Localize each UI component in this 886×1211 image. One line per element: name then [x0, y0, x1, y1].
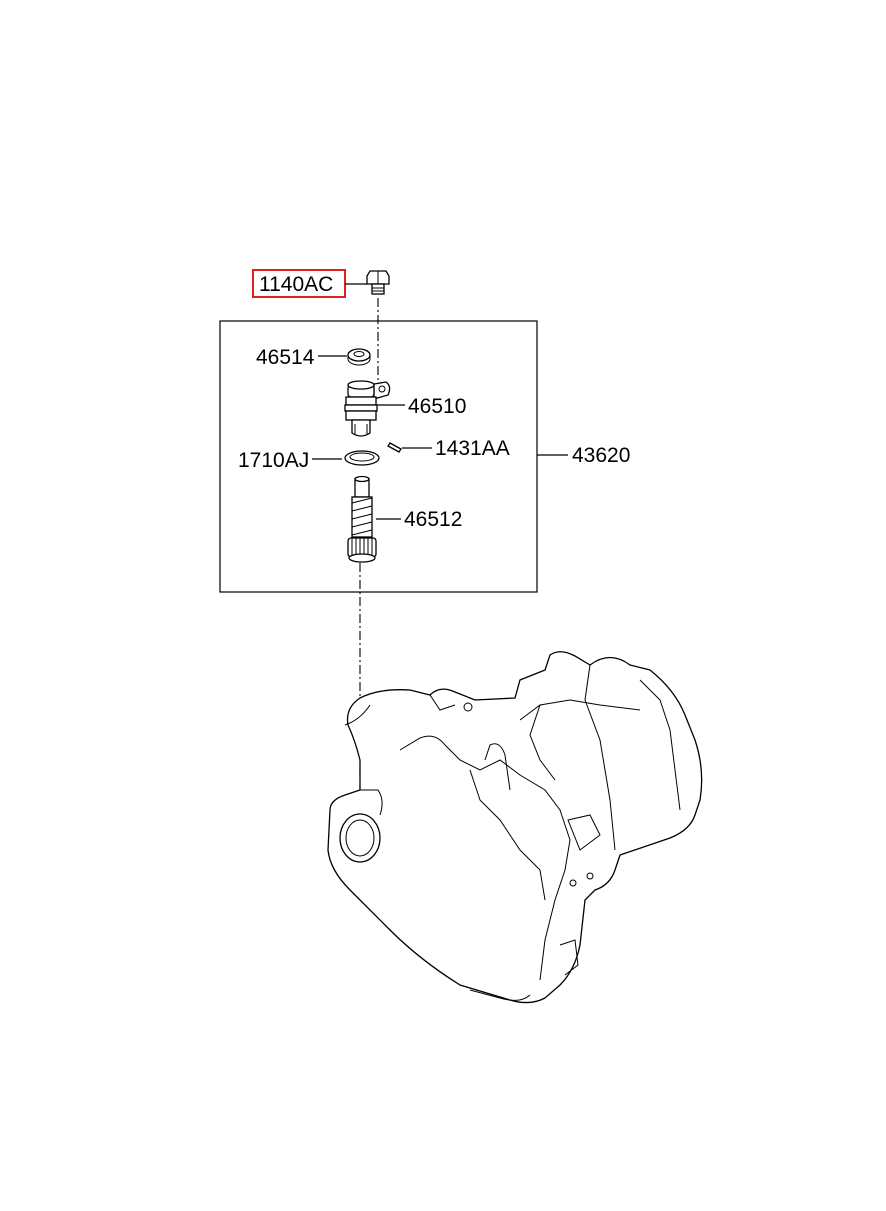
callout-o-ring[interactable]: 1710AJ	[238, 449, 309, 472]
callout-washer[interactable]: 46514	[256, 346, 315, 369]
washer-part	[347, 348, 371, 366]
callout-sleeve[interactable]: 46510	[408, 395, 466, 418]
callout-driven-gear[interactable]: 46512	[404, 508, 462, 531]
transmission-housing	[327, 651, 703, 1004]
bolt-part	[366, 270, 390, 295]
o-ring-part	[344, 450, 380, 466]
callout-assembly[interactable]: 43620	[572, 444, 630, 467]
driven-gear-part	[347, 475, 377, 563]
callout-bolt[interactable]: 1140AC	[259, 273, 333, 296]
pin-part	[387, 442, 402, 453]
callout-pin[interactable]: 1431AA	[435, 437, 510, 460]
leader-lines	[312, 283, 568, 520]
sleeve-part	[344, 380, 391, 437]
